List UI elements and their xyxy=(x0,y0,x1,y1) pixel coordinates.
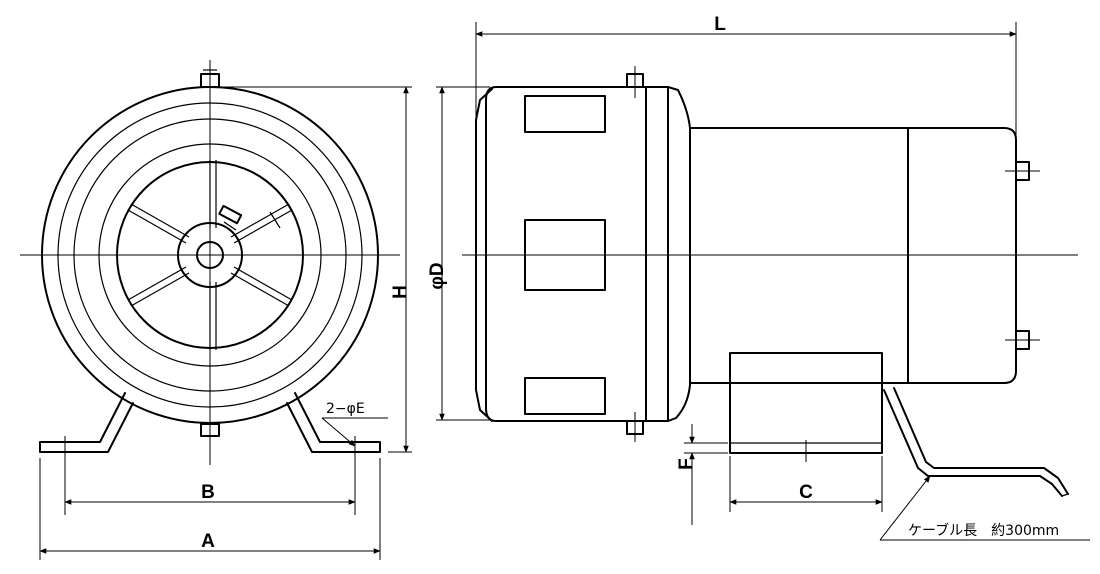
dimension-e: 2−φE xyxy=(321,401,388,447)
main-drum xyxy=(485,86,647,422)
dimension-b: B xyxy=(64,462,356,515)
drum-window-bottom xyxy=(524,377,606,415)
front-top-bolt-icon xyxy=(200,69,220,88)
hub-outer-circle xyxy=(177,222,243,288)
collar-band xyxy=(645,86,669,422)
cable-length-callout: ケーブル長 約300mm xyxy=(879,475,1090,541)
dimension-f-label: F xyxy=(676,458,697,470)
set-screw-icon xyxy=(218,204,243,231)
side-bottom-bolt-icon xyxy=(626,412,644,442)
side-mounting-foot xyxy=(729,352,883,454)
dimension-h: H xyxy=(215,86,412,453)
cable-length-label: ケーブル長 約300mm xyxy=(908,522,1059,539)
dimension-c: C xyxy=(729,456,883,512)
dimension-d: φD xyxy=(427,86,490,421)
dimension-h-label: H xyxy=(390,285,411,299)
housing-ring-2 xyxy=(57,102,363,408)
drum-window-middle xyxy=(524,219,606,291)
housing-ring-4 xyxy=(98,143,322,367)
front-left-leg xyxy=(39,392,134,453)
hub-inner-circle xyxy=(196,241,224,269)
dimension-c-label: C xyxy=(799,482,813,503)
dimension-b-label: B xyxy=(201,482,215,503)
motor-end-cap xyxy=(907,127,1017,384)
cable xyxy=(883,389,1063,497)
dimension-e-label: 2−φE xyxy=(326,401,365,417)
front-bottom-bolt-icon xyxy=(200,423,220,437)
side-view xyxy=(462,66,1078,497)
housing-ring-3 xyxy=(73,118,347,392)
cable-outline xyxy=(893,387,1069,495)
front-view xyxy=(20,60,400,465)
dimension-d-label: φD xyxy=(427,262,448,289)
front-right-leg xyxy=(286,392,381,453)
end-cap-bottom-bolt-icon xyxy=(1005,330,1040,350)
drum-window-top xyxy=(524,95,606,133)
dimension-f: F xyxy=(676,424,728,525)
rotor-spokes xyxy=(127,160,293,350)
dimension-a: A xyxy=(39,458,381,560)
front-flange xyxy=(475,88,493,422)
end-cap-top-bolt-icon xyxy=(1005,161,1040,181)
side-top-bolt-icon xyxy=(626,66,644,98)
tapered-transition xyxy=(667,86,691,422)
dimension-l: L xyxy=(475,14,1017,140)
cable-end xyxy=(1061,493,1069,497)
dimension-l-label: L xyxy=(714,14,726,35)
dimension-a-label: A xyxy=(201,531,215,552)
